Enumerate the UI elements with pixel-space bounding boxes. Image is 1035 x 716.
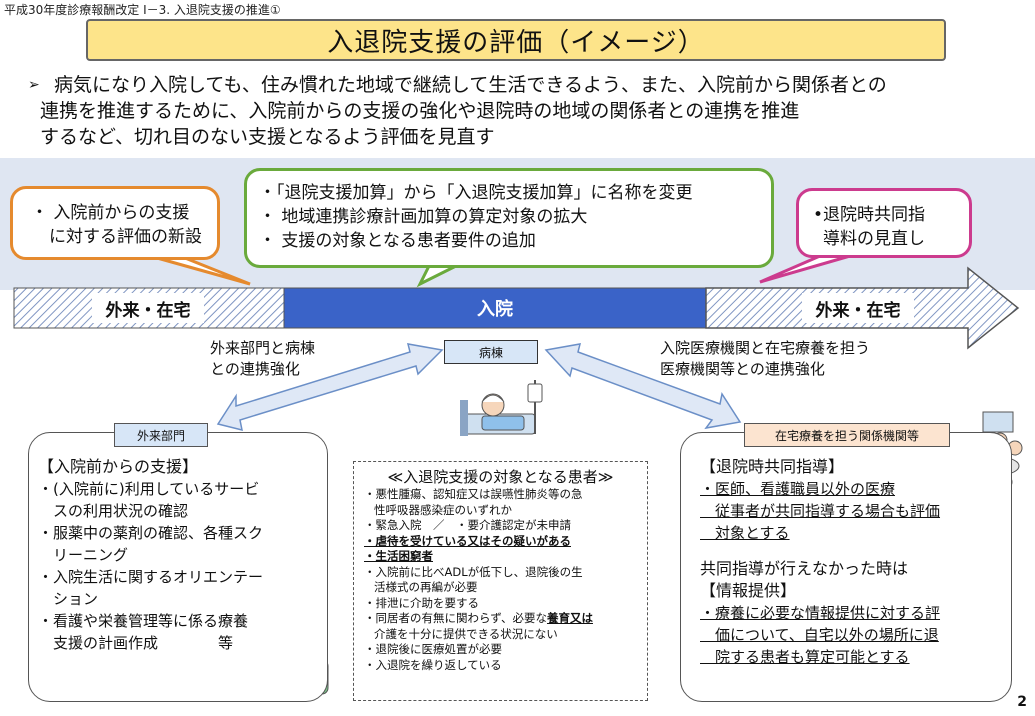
double-arrow-left-icon: [216, 343, 444, 432]
home-care-heading-joint: 【退院時共同指導】: [700, 457, 845, 476]
home-care-box: [680, 432, 1012, 702]
revision-summary-bubble: ・「退院支援加算」から「入退院支援加算」に名称を変更 ・ 地域連携診療計画加算の…: [244, 168, 774, 268]
slide-header: 平成30年度診療報酬改定 Ⅰ－3. 入退院支援の推進①: [4, 3, 281, 17]
new-pre-admission-bubble: ・ 入院前からの支援 に対する評価の新設: [10, 186, 220, 260]
double-arrow-right-icon: [544, 343, 742, 430]
timeline-label-left: 外来・在宅: [105, 300, 191, 321]
target-patient-item: ・虐待を受けている又はその疑いがある: [364, 533, 571, 548]
home-care-note: 共同指導が行えなかった時は: [700, 559, 909, 578]
bubble-line: ・ 入院前からの支援: [31, 203, 190, 223]
outpatient-item: 支援の計画作成 等: [38, 634, 234, 652]
pink-bubble-tail: [759, 254, 851, 284]
target-patient-item: ・悪性腫瘍、認知症又は誤嚥性肺炎等の急: [364, 487, 583, 501]
target-patient-item: ・生活困窮者: [364, 549, 433, 563]
home-care-item: ・療養に必要な情報提供に対する評: [700, 604, 941, 622]
outpatient-tag: 外来部門: [114, 423, 208, 447]
target-patient-item: ・退院後に医療処置が必要: [364, 642, 502, 656]
timeline-right-label-bg: [802, 293, 914, 323]
outpatient-item: ション: [38, 590, 99, 608]
orange-bubble-tail: [149, 254, 251, 286]
right-connector-text: 入院医療機関と在宅療養を担う 医療機関等との連携強化: [660, 338, 870, 380]
outpatient-content: 【入院前からの支援】 ・(入院前に)利用しているサービ スの利用状況の確認 ・服…: [38, 456, 263, 654]
target-patient-item: ・入退院を繰り返している: [364, 657, 502, 672]
connector-line: 医療機関等との連携強化: [660, 360, 825, 378]
page-number: 2: [1017, 694, 1027, 710]
ward-label: 病棟: [444, 340, 538, 364]
joint-guidance-bubble: •退院時共同指 導料の見直し: [796, 188, 972, 258]
target-patient-item: ・入院前に比べADLが低下し、退院後の生: [364, 564, 583, 579]
target-patients-title: ≪入退院支援の対象となる患者≫: [387, 468, 614, 486]
bubble-line: ・ 支援の対象となる患者要件の追加: [259, 231, 536, 251]
outpatient-item: リーニング: [38, 546, 129, 564]
target-patient-item: 活様式の再編が必要: [374, 580, 478, 594]
timeline-label-right: 外来・在宅: [815, 300, 901, 321]
intro-line: 連携を推進するために、入院前からの支援の強化や退院時の地域の関係者との連携を推進: [40, 100, 800, 122]
intro-text: ➢ 病気になり入院しても、住み慣れた地域で継続して生活できるよう、また、入院前か…: [28, 72, 1020, 150]
outpatient-heading: 【入院前からの支援】: [38, 457, 199, 476]
home-care-item: 対象とする: [700, 524, 790, 542]
home-care-item: ・医師、看護職員以外の医療: [700, 480, 896, 498]
outpatient-item: ・入院生活に関するオリエンテー: [38, 568, 264, 586]
timeline-left-label-bg: [92, 293, 204, 323]
intro-line: 病気になり入院しても、住み慣れた地域で継続して生活できるよう、また、入院前から関…: [54, 74, 887, 96]
target-patient-item: ・排泄に介助を要する: [364, 595, 479, 610]
home-care-item: 院する患者も算定可能とする: [700, 648, 910, 666]
home-care-content: 【退院時共同指導】 ・医師、看護職員以外の医療 従事者が共同指導する場合も評価 …: [700, 456, 940, 668]
target-patient-item: 性呼吸器感染症のいずれか: [374, 502, 512, 517]
arrow-bullet-icon: ➢: [28, 77, 40, 93]
home-care-item: 従事者が共同指導する場合も評価: [700, 502, 941, 520]
bubble-line: ・ 地域連携診療計画加算の算定対象の拡大: [259, 207, 588, 227]
bubble-line: 導料の見直し: [823, 229, 925, 249]
target-patients-list: ・悪性腫瘍、認知症又は誤嚥性肺炎等の急性呼吸器感染症のいずれか・緊急入院 ／ ・…: [354, 487, 647, 673]
connector-line: との連携強化: [210, 360, 300, 378]
outpatient-item: ・(入院前に)利用しているサービ: [38, 480, 260, 498]
target-patient-item: ・緊急入院 ／ ・要介護認定が未申請: [364, 518, 571, 532]
patient-in-bed-icon: [460, 380, 543, 436]
intro-line: するなど、切れ目のない支援となるよう評価を見直す: [40, 126, 495, 148]
timeline-label-center: 入院: [477, 299, 513, 320]
outpatient-item: ・看護や栄養管理等に係る療養: [38, 612, 249, 630]
outpatient-item: ・服薬中の薬剤の確認、各種スク: [38, 524, 264, 542]
target-patient-item: 介護を十分に提供できる状況にない: [374, 626, 558, 641]
bubble-line: ・「退院支援加算」から「入退院支援加算」に名称を変更: [259, 183, 693, 203]
home-care-item: 価について、自宅以外の場所に退: [700, 626, 939, 644]
outpatient-item: スの利用状況の確認: [38, 502, 189, 520]
page-title: 入退院支援の評価（イメージ）: [86, 19, 946, 61]
home-care-heading-info: 【情報提供】: [700, 581, 797, 600]
connector-line: 外来部門と病棟: [210, 339, 316, 357]
target-patients-box: ≪入退院支援の対象となる患者≫ ・悪性腫瘍、認知症又は誤嚥性肺炎等の急性呼吸器感…: [353, 461, 648, 701]
connector-line: 入院医療機関と在宅療養を担う: [660, 339, 871, 357]
home-care-tag: 在宅療養を担う関係機関等: [744, 423, 950, 447]
bubble-line: に対する評価の新設: [49, 227, 202, 247]
bubble-line: •退院時共同指: [813, 205, 926, 225]
left-connector-text: 外来部門と病棟 との連携強化: [210, 338, 315, 380]
timeline-center-segment: [283, 287, 707, 329]
target-patient-item: ・同居者の有無に関わらず、必要な養育又は: [364, 611, 593, 625]
